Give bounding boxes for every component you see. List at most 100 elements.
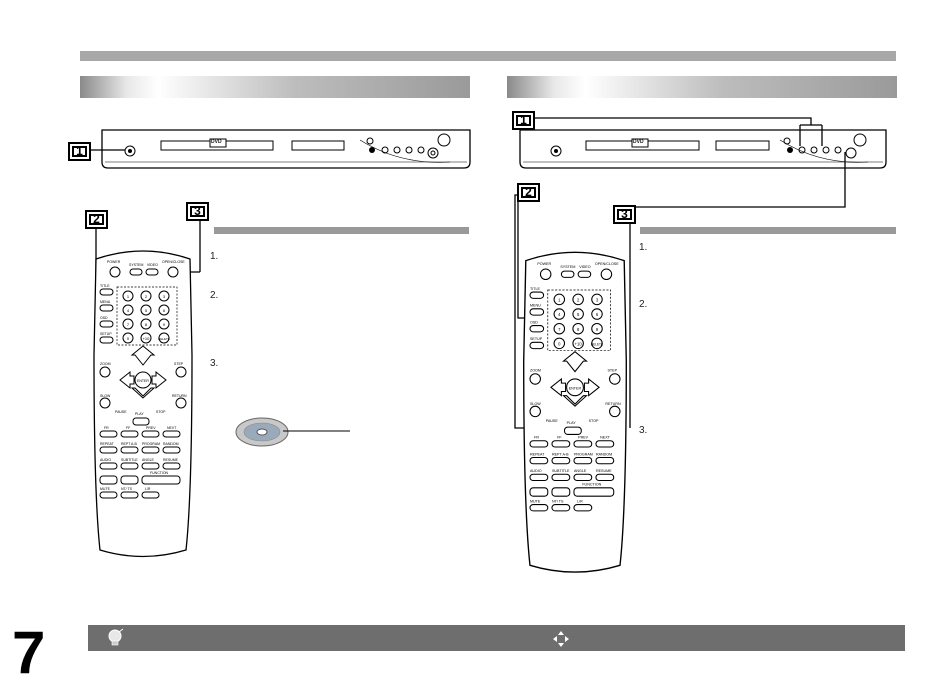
svg-text:TITLE: TITLE — [530, 287, 541, 291]
callout-2-right: 2 — [517, 183, 540, 202]
svg-text:2: 2 — [577, 297, 580, 302]
svg-text:SYSTEM: SYSTEM — [129, 263, 143, 267]
step-2-right: 2. — [639, 299, 648, 310]
svg-text:POWER: POWER — [537, 262, 551, 266]
svg-text:MUTE: MUTE — [100, 487, 111, 491]
svg-text:4: 4 — [558, 312, 561, 317]
disc-icon — [235, 417, 350, 447]
svg-text:MUTE: MUTE — [530, 499, 541, 503]
svg-text:FUNCTION: FUNCTION — [150, 471, 169, 475]
svg-text:PROGRAM: PROGRAM — [142, 442, 160, 446]
svg-text:ENTER: ENTER — [137, 379, 149, 383]
tip-bar — [88, 625, 905, 651]
svg-text:DELETE: DELETE — [158, 337, 170, 341]
svg-text:6: 6 — [596, 312, 599, 317]
svg-text:ZOOM: ZOOM — [530, 369, 541, 373]
svg-text:9: 9 — [596, 327, 599, 332]
svg-text:1: 1 — [127, 294, 130, 299]
header-rule — [80, 51, 896, 61]
svg-text:NEXT: NEXT — [167, 426, 177, 430]
callout-1-right: 1 — [512, 111, 535, 130]
svg-text:1: 1 — [558, 297, 561, 302]
svg-text:ZOOM: ZOOM — [100, 362, 111, 366]
svg-text:STOP: STOP — [156, 410, 166, 414]
svg-text:3: 3 — [163, 294, 166, 299]
svg-text:SLOW: SLOW — [100, 394, 111, 398]
svg-text:6: 6 — [163, 308, 166, 313]
svg-text:FF: FF — [126, 426, 130, 430]
svg-text:+10: +10 — [575, 341, 583, 346]
svg-text:5: 5 — [577, 312, 580, 317]
svg-text:SETUP: SETUP — [530, 337, 543, 341]
svg-text:8: 8 — [577, 327, 580, 332]
section-header-right — [507, 76, 897, 98]
svg-text:REPT A-B: REPT A-B — [121, 442, 138, 446]
lightbulb-icon — [108, 628, 124, 646]
step-1-right: 1. — [639, 242, 648, 253]
svg-text:L/R: L/R — [577, 499, 583, 503]
svg-text:3: 3 — [596, 297, 599, 302]
svg-text:5: 5 — [145, 308, 148, 313]
svg-text:RESUME: RESUME — [163, 458, 179, 462]
svg-text:DELETE: DELETE — [591, 342, 603, 346]
svg-text:RETURN: RETURN — [172, 394, 187, 398]
svg-text:SUBTITLE: SUBTITLE — [552, 469, 570, 473]
svg-text:VIDEO: VIDEO — [147, 263, 158, 267]
svg-text:AUDIO: AUDIO — [100, 458, 111, 462]
svg-text:0: 0 — [558, 341, 561, 346]
disc-logo-right: DVD — [633, 139, 644, 145]
disc-logo-left: DVD — [211, 139, 222, 145]
svg-text:STEP: STEP — [174, 362, 184, 366]
svg-text:PLAY: PLAY — [567, 421, 577, 425]
svg-text:PAUSE: PAUSE — [115, 410, 127, 414]
svg-text:RESUME: RESUME — [596, 469, 612, 473]
svg-text:SYSTEM: SYSTEM — [560, 265, 575, 269]
page-number: 7 — [12, 619, 46, 686]
svg-text:ANGLE: ANGLE — [574, 469, 587, 473]
svg-text:VIDEO: VIDEO — [579, 265, 591, 269]
svg-text:FR: FR — [104, 426, 109, 430]
subsection-bar-right — [640, 227, 896, 234]
svg-text:NEXT: NEXT — [600, 436, 611, 440]
svg-text:STEP: STEP — [607, 369, 617, 373]
svg-text:SLOW: SLOW — [530, 402, 541, 406]
svg-text:L/R: L/R — [145, 487, 151, 491]
remote-control-left: POWER SYSTEM VIDEO OPEN/CLOSE TITLE — [93, 250, 193, 558]
svg-text:9: 9 — [163, 322, 166, 327]
svg-text:RANDOM: RANDOM — [596, 452, 612, 456]
step-3-right: 3. — [639, 425, 648, 436]
svg-text:FF: FF — [557, 436, 562, 440]
svg-text:PLAY: PLAY — [135, 412, 144, 416]
remote-control-right: POWER SYSTEM VIDEO OPEN/CLOSE TITLE — [523, 251, 627, 573]
svg-text:PROGRAM: PROGRAM — [574, 452, 593, 456]
svg-text:PAUSE: PAUSE — [546, 419, 559, 423]
direction-pad-icon — [553, 631, 569, 647]
callout-1-left: 1 — [68, 142, 91, 161]
svg-text:PREV: PREV — [578, 436, 589, 440]
svg-text:MENU: MENU — [530, 304, 541, 308]
svg-text:RANDOM: RANDOM — [163, 442, 179, 446]
svg-text:SETUP: SETUP — [100, 332, 112, 336]
svg-text:POWER: POWER — [107, 260, 121, 264]
callout-3-right: 3 — [613, 205, 636, 224]
dvd-player-left — [101, 129, 471, 169]
callout-3-left: 3 — [186, 202, 209, 221]
svg-text:7: 7 — [558, 327, 561, 332]
svg-text:0: 0 — [127, 336, 130, 341]
svg-text:FUNCTION: FUNCTION — [582, 483, 601, 487]
svg-text:NT/ TS: NT/ TS — [121, 487, 133, 491]
svg-text:TITLE: TITLE — [100, 284, 110, 288]
svg-text:AUDIO: AUDIO — [530, 469, 542, 473]
svg-text:8: 8 — [145, 322, 148, 327]
svg-text:SUBTITLE: SUBTITLE — [121, 458, 138, 462]
svg-text:NT/ TS: NT/ TS — [552, 499, 564, 503]
svg-text:PREV: PREV — [146, 426, 156, 430]
step-3-left: 3. — [210, 358, 219, 369]
svg-text:ANGLE: ANGLE — [142, 458, 155, 462]
svg-text:ENTER: ENTER — [569, 386, 582, 390]
svg-text:2: 2 — [145, 294, 148, 299]
svg-text:OSD: OSD — [530, 320, 538, 324]
subsection-bar-left — [214, 227, 469, 234]
svg-text:MENU: MENU — [100, 300, 111, 304]
